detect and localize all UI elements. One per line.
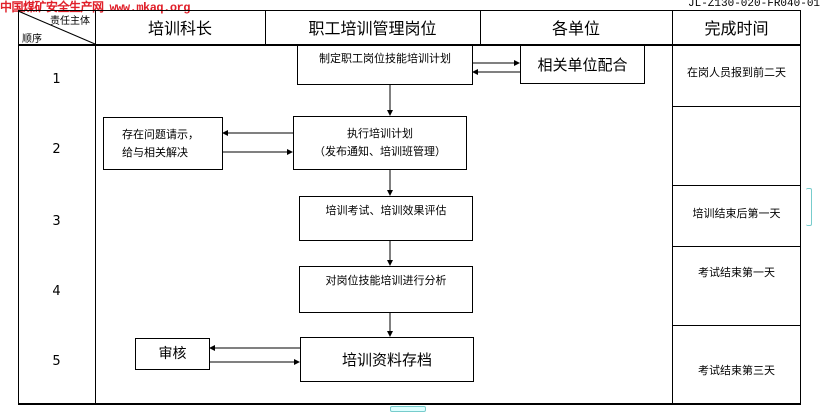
time-row-3: 培训结束后第一天 xyxy=(692,207,781,220)
issue-line1: 存在问题请示， xyxy=(122,127,199,141)
box-exam-evaluation: 培训考试、培训效果评估 xyxy=(299,196,473,241)
box-analysis: 对岗位技能培训进行分析 xyxy=(299,266,473,313)
resize-handle-bottom[interactable] xyxy=(390,406,426,412)
execute-line1: 执行培训计划 xyxy=(347,127,413,140)
time-row-4: 考试结束第一天 xyxy=(698,266,775,279)
row-number: 5 xyxy=(52,354,61,369)
corner-bottom-label: 顺序 xyxy=(22,34,42,45)
box-related-units: 相关单位配合 xyxy=(520,45,645,84)
header-completion-time: 完成时间 xyxy=(704,19,769,38)
header-units: 各单位 xyxy=(551,19,600,38)
corner-diagonal xyxy=(17,10,96,45)
box-audit: 审核 xyxy=(135,338,210,370)
header-training-chief: 培训科长 xyxy=(147,19,212,38)
row-number: 1 xyxy=(52,72,61,87)
time-row-5: 考试结束第三天 xyxy=(698,364,775,377)
box-issue-request: 存在问题请示， 给与相关解决 xyxy=(103,117,223,170)
header-management-post: 职工培训管理岗位 xyxy=(308,19,437,38)
execute-line2: （发布通知、培训班管理） xyxy=(314,145,446,158)
document-code: JL-Z130-020-FR040-01 xyxy=(688,0,821,10)
box-execute-plan: 执行培训计划 （发布通知、培训班管理） xyxy=(293,116,467,170)
resize-handle-right[interactable] xyxy=(806,188,812,226)
watermark-url: www.mkaq.org xyxy=(109,1,191,15)
corner-top-label: 责任主体 xyxy=(50,16,90,27)
row-number: 3 xyxy=(52,214,61,229)
box-archive: 培训资料存档 xyxy=(300,337,474,382)
issue-line2: 给与相关解决 xyxy=(122,145,188,159)
row-number: 4 xyxy=(52,284,61,299)
time-row-1: 在岗人员报到前二天 xyxy=(687,66,786,79)
box-make-plan: 制定职工岗位技能培训计划 xyxy=(297,45,473,85)
row-number: 2 xyxy=(52,142,61,157)
